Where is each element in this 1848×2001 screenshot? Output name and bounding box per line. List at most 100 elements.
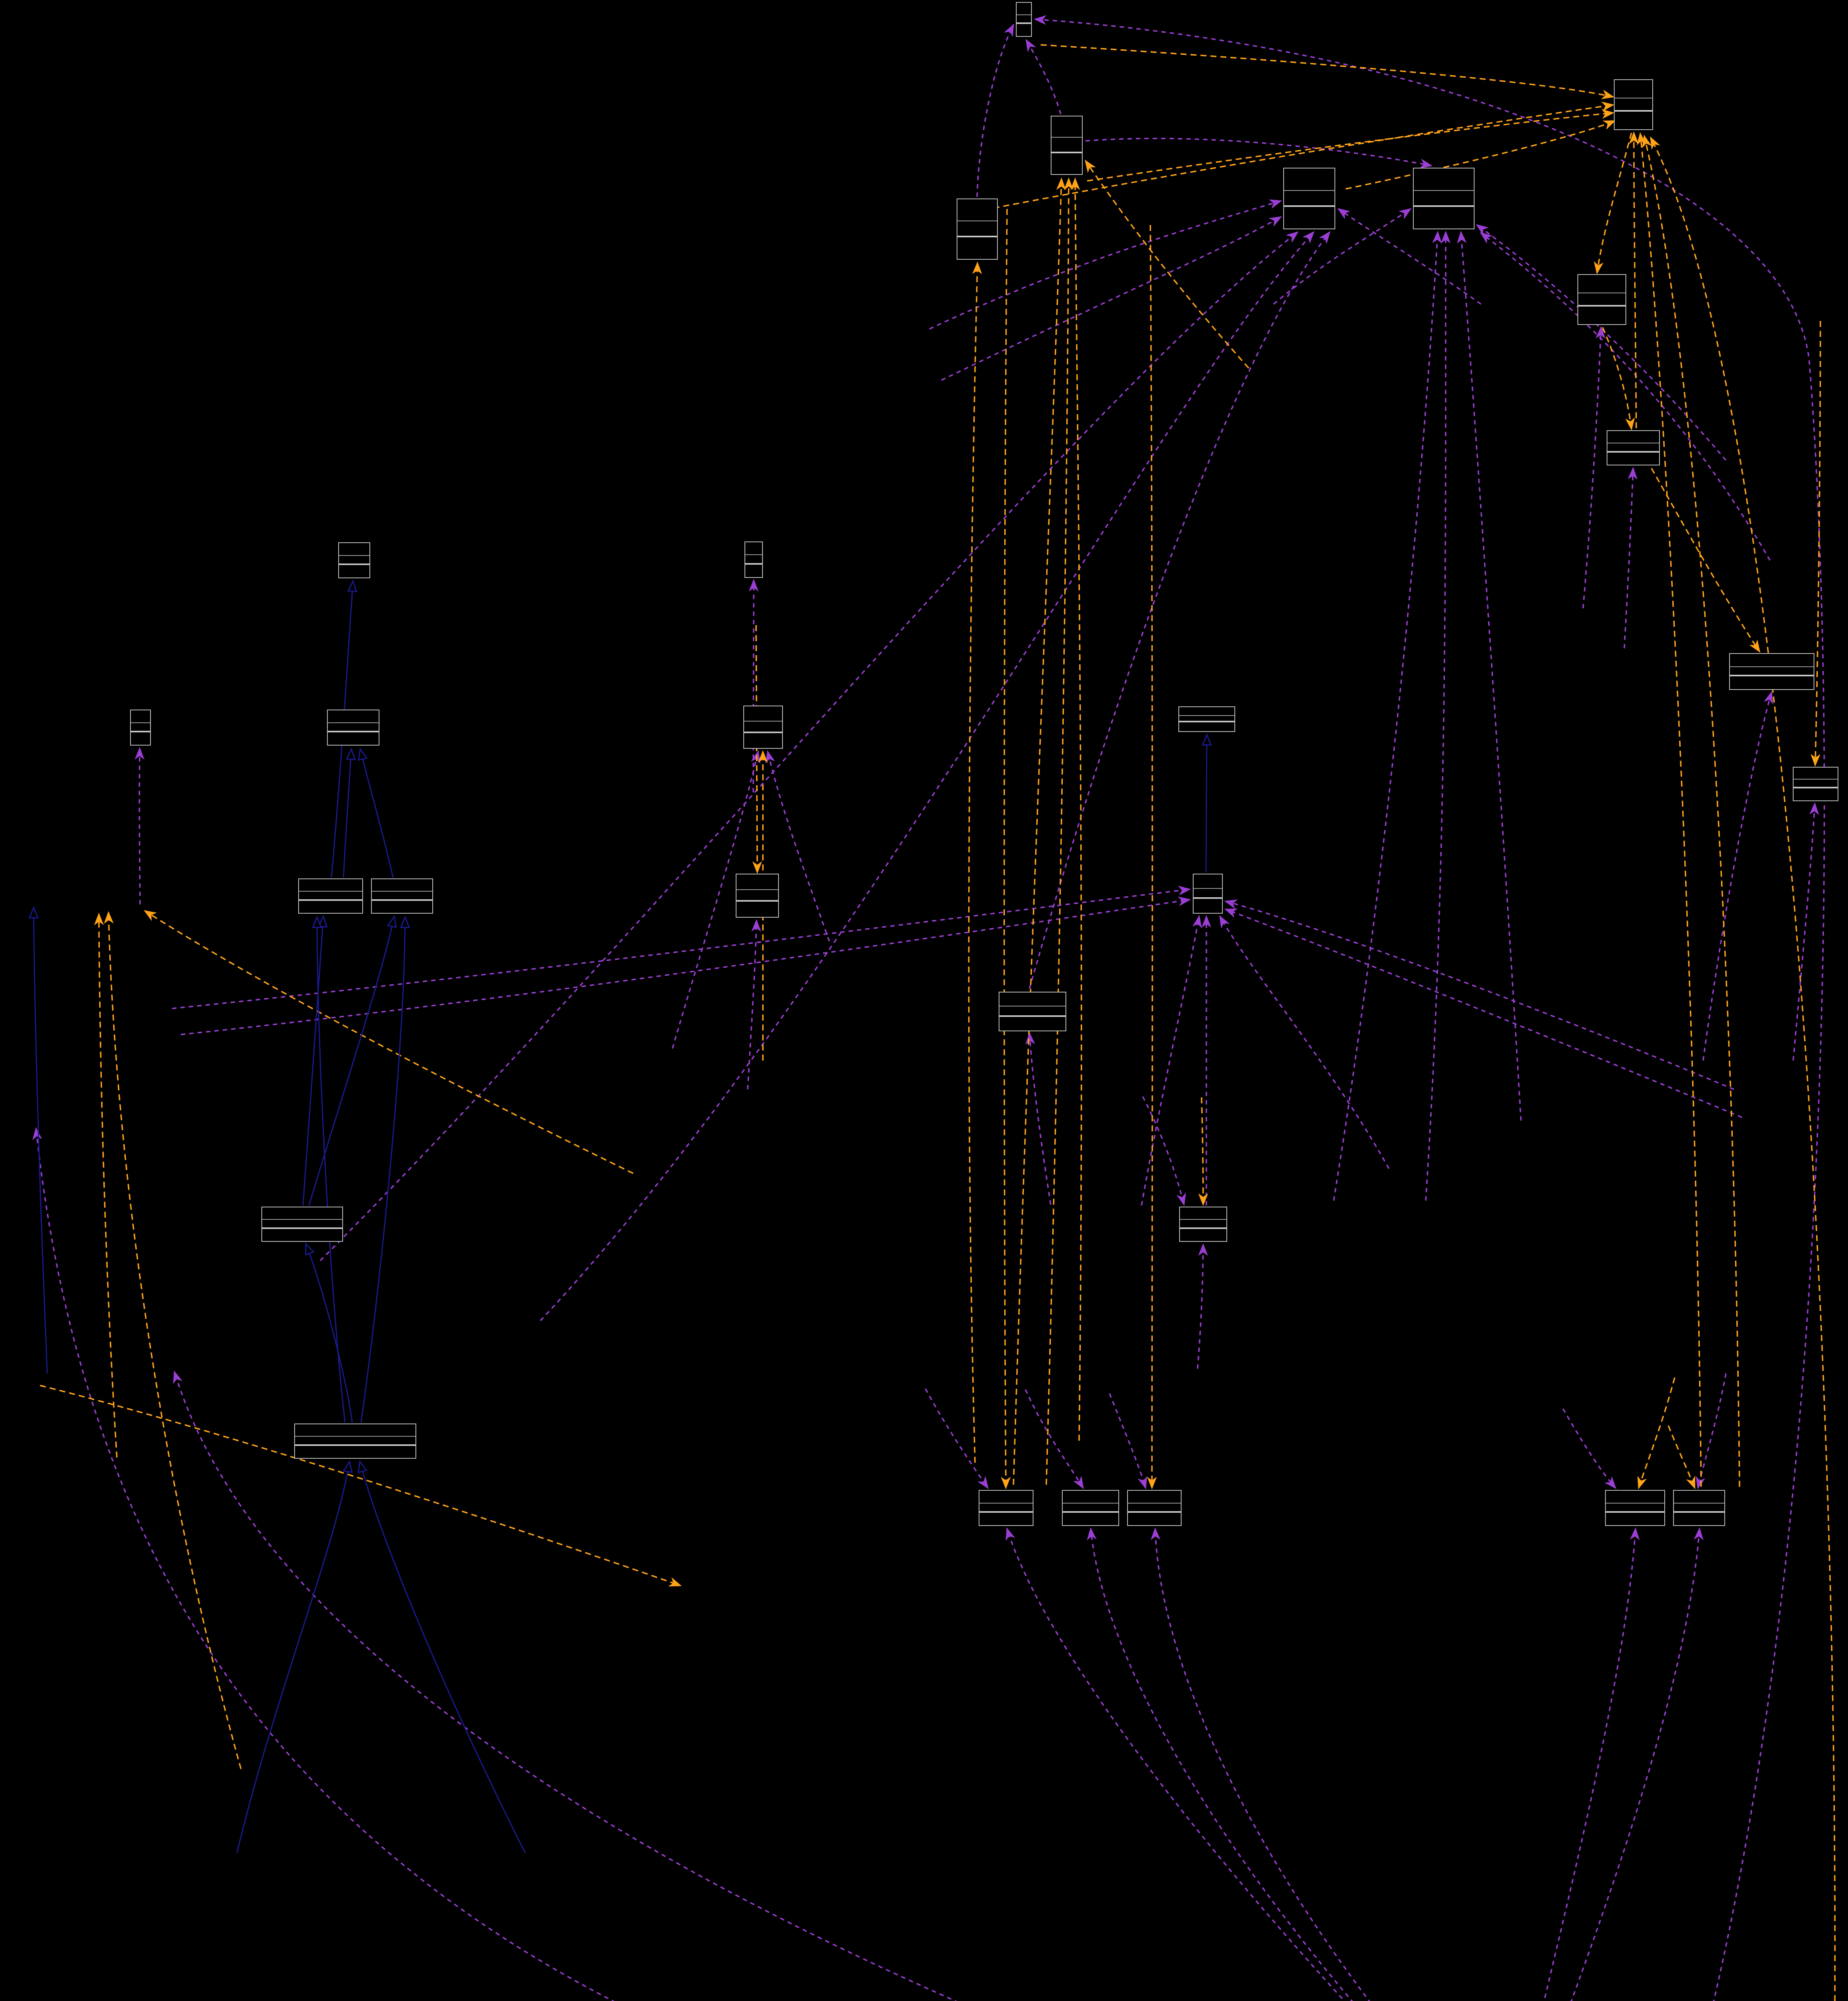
edge-dependency [929,199,1282,330]
edge-dependency [1005,1527,1346,2001]
edge-dependency [1637,1377,1675,1490]
edge-dependency [1001,209,1011,1490]
edge-dependency [1810,321,1821,767]
edge-dependency [1562,1408,1617,1489]
node-method-compartment [1063,1513,1118,1525]
edge-inheritance [360,917,405,1423]
edge-dependency [1480,232,1771,561]
node-attr-compartment [1128,1504,1181,1513]
node-method-compartment [1607,453,1659,465]
edge-dependency [1642,134,1740,1487]
node-attr-compartment [979,1504,1033,1513]
edge-dependency [747,919,761,1090]
edge-dependency [1197,1243,1208,1369]
edge-dependency [1650,136,1836,2001]
class-node-n4 [1614,79,1653,130]
node-method-compartment [744,733,782,748]
class-node-n2 [1051,116,1083,175]
node-title-compartment [1674,1491,1724,1504]
edge-dependency [540,231,1315,1321]
edge-dependency [1025,1389,1084,1489]
node-method-compartment [979,1513,1033,1525]
edge-dependency [672,750,760,1049]
node-title-compartment [1128,1491,1181,1504]
node-attr-compartment [999,1007,1065,1017]
edge-dependency [40,1385,682,1587]
edge-inheritance [1206,735,1207,873]
edge-dependency [1147,225,1157,1490]
node-attr-compartment [1063,1504,1118,1513]
node-attr-compartment [736,890,778,902]
node-title-compartment [1414,168,1474,191]
edge-dependency [1224,908,1742,1118]
node-method-compartment [1051,153,1082,174]
node-attr-compartment [1730,667,1814,677]
node-attr-compartment [339,556,369,565]
edge-dependency [1636,132,1702,1487]
node-method-compartment [295,1446,415,1458]
edge-dependency [1792,802,1819,1061]
edge-dependency [1696,1373,1727,1490]
node-title-compartment [957,199,997,222]
node-title-compartment [295,1424,415,1437]
class-node-n20 [999,992,1066,1031]
class-node-n19 [1178,706,1235,732]
node-title-compartment [1578,275,1625,293]
node-attr-compartment [1051,138,1082,154]
edge-dependency [104,911,242,1769]
edge-dependency [1141,915,1202,1206]
node-title-compartment [1017,3,1031,15]
node-attr-compartment [744,722,782,733]
node-method-compartment [1578,307,1625,324]
edge-dependency [32,1127,615,2001]
node-method-compartment [1017,24,1031,36]
node-title-compartment [1615,80,1652,98]
class-node-n9 [1729,653,1814,690]
node-attr-compartment [1284,191,1334,207]
edge-dependency [1337,208,1482,305]
node-method-compartment [1606,1513,1664,1525]
class-node-n14 [327,710,379,746]
node-title-compartment [299,879,362,892]
edge-dependency [1085,160,1250,369]
node-method-compartment [131,732,150,745]
class-node-n17 [371,878,433,914]
node-method-compartment [1414,207,1474,229]
node-attr-compartment [1794,780,1838,789]
node-method-compartment [1194,899,1222,913]
edge-inheritance [308,916,394,1206]
edge-dependency [1593,132,1632,275]
edge-dependency [144,910,634,1174]
node-method-compartment [999,1017,1065,1031]
class-node-n13 [130,710,151,746]
edge-dependency [993,101,1615,209]
node-attr-compartment [299,892,362,901]
class-node-n27 [1127,1490,1182,1526]
class-node-n29 [1673,1490,1725,1526]
edge-dependency [1033,15,1825,2001]
node-attr-compartment [957,221,997,238]
node-title-compartment [339,543,369,556]
node-title-compartment [744,706,782,722]
class-node-n22 [261,1207,343,1242]
edge-dependency [1602,327,1635,431]
node-attr-compartment [295,1437,415,1446]
class-node-n11 [338,542,370,578]
class-node-n15 [743,706,783,749]
class-node-n28 [1605,1490,1665,1526]
class-node-n7 [1577,274,1626,325]
edge-dependency [1224,899,1734,1090]
node-title-compartment [1794,768,1838,780]
edge-dependency [1345,120,1616,190]
node-method-compartment [1674,1513,1724,1525]
edge-dependency [765,750,830,942]
edge-dependency [748,579,759,793]
node-attr-compartment [1414,191,1474,207]
edge-dependency [752,625,762,874]
node-attr-compartment [1017,15,1031,24]
class-node-n12 [744,541,763,578]
edge-dependency [1198,1097,1208,1206]
node-attr-compartment [262,1220,342,1229]
